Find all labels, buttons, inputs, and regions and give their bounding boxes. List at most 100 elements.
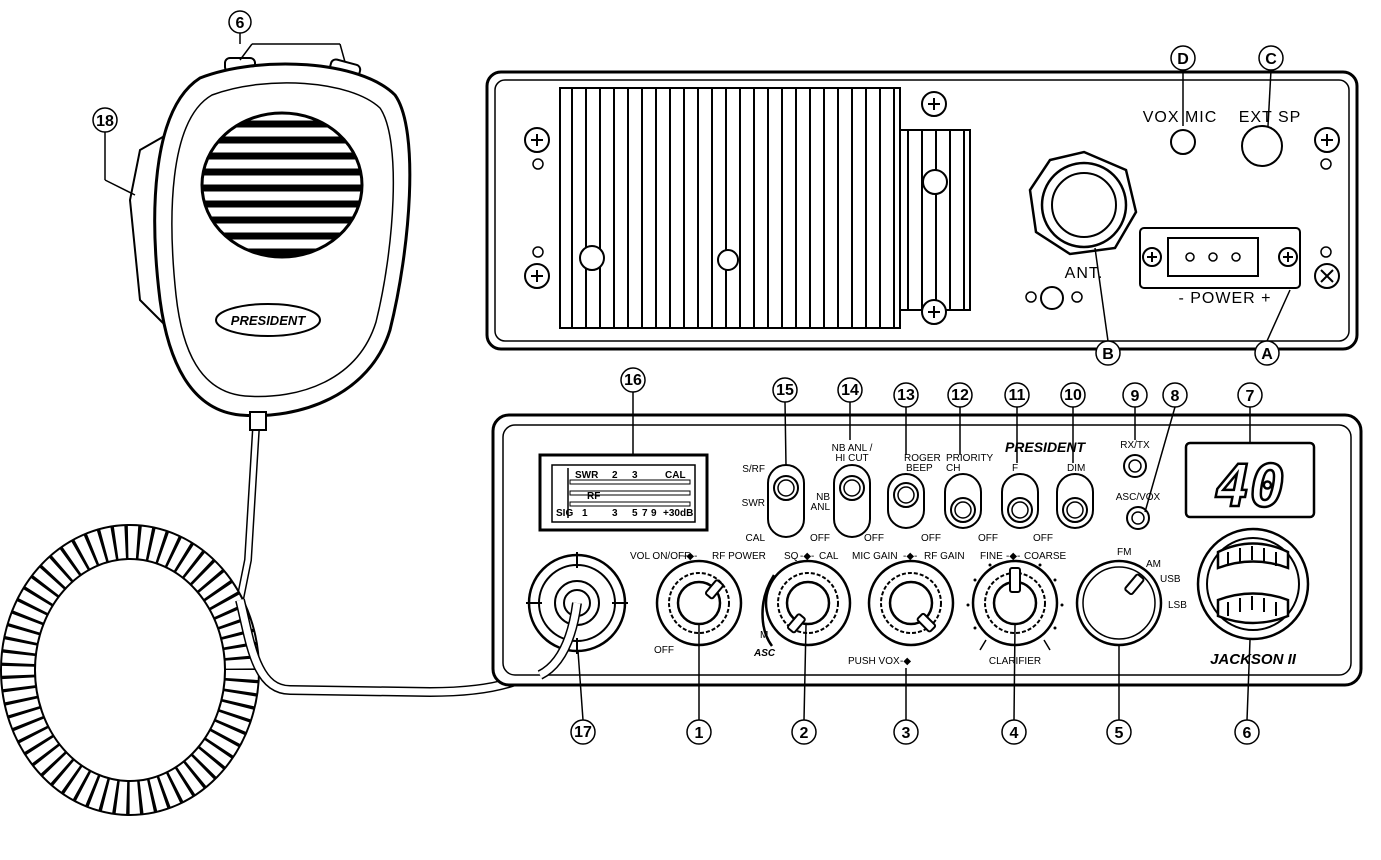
knob-mic-gain-rf-gain[interactable] bbox=[867, 559, 955, 647]
callout-7: 7 bbox=[1246, 388, 1255, 405]
callout-10: 10 bbox=[1064, 387, 1082, 404]
svg-text:5: 5 bbox=[632, 508, 638, 519]
svg-text:CAL: CAL bbox=[819, 551, 839, 562]
callout-6: 6 bbox=[1243, 725, 1252, 742]
model-label: JACKSON II bbox=[1210, 651, 1297, 668]
microphone: PRESIDENT bbox=[0, 57, 574, 816]
svg-text:DIM: DIM bbox=[1067, 463, 1085, 474]
knob-volume-rf-power[interactable] bbox=[655, 559, 743, 647]
callout-11: 11 bbox=[1009, 387, 1026, 404]
svg-text:CAL: CAL bbox=[665, 470, 686, 481]
svg-text:OFF: OFF bbox=[654, 645, 674, 656]
rear-panel: ANT. - POWER + VOX MIC EXT SP bbox=[485, 70, 1359, 351]
svg-text:7: 7 bbox=[642, 508, 648, 519]
svg-text:SQ: SQ bbox=[784, 551, 799, 562]
ext-sp-label: EXT SP bbox=[1239, 109, 1302, 126]
svg-text:OFF: OFF bbox=[978, 533, 998, 544]
svg-text:RX/TX: RX/TX bbox=[1120, 440, 1150, 451]
svg-text:S/RF: S/RF bbox=[742, 464, 765, 475]
svg-text:RF GAIN: RF GAIN bbox=[924, 551, 965, 562]
knob-mode-selector[interactable] bbox=[1075, 559, 1163, 647]
svg-text:RF: RF bbox=[587, 491, 600, 502]
mic-brand-logo: PRESIDENT bbox=[231, 313, 306, 328]
svg-text:OFF: OFF bbox=[864, 533, 884, 544]
svg-text:OFF: OFF bbox=[810, 533, 830, 544]
svg-text:ASC: ASC bbox=[753, 648, 776, 659]
svg-text:-◆-: -◆- bbox=[800, 551, 814, 562]
svg-text:PUSH VOX: PUSH VOX bbox=[848, 656, 900, 667]
svg-text:SWR: SWR bbox=[742, 498, 765, 509]
rear-screws bbox=[524, 91, 1340, 325]
svg-text:2: 2 bbox=[612, 470, 618, 481]
svg-text:PRIORITY: PRIORITY bbox=[946, 453, 994, 464]
heatsink bbox=[559, 87, 901, 329]
svg-text:SIG: SIG bbox=[556, 508, 573, 519]
callout-17: 17 bbox=[574, 724, 592, 741]
power-label: - POWER + bbox=[1178, 290, 1271, 307]
switch-nb-anl-hi-cut[interactable] bbox=[833, 464, 871, 538]
switch-dim[interactable] bbox=[1056, 473, 1094, 529]
svg-text:F: F bbox=[1012, 463, 1018, 474]
callout-b: B bbox=[1102, 346, 1114, 363]
svg-text:ANL: ANL bbox=[811, 502, 831, 513]
switch-s-rf-swr-cal[interactable] bbox=[767, 464, 805, 538]
svg-text:3: 3 bbox=[612, 508, 618, 519]
vox-mic-label: VOX MIC bbox=[1143, 109, 1218, 126]
svg-text:M: M bbox=[760, 630, 768, 641]
svg-text:FINE: FINE bbox=[980, 551, 1003, 562]
svg-text:-◆-: -◆- bbox=[903, 551, 917, 562]
switch-roger-beep[interactable] bbox=[887, 473, 925, 529]
callout-12: 12 bbox=[951, 387, 969, 404]
switch-priority-ch[interactable] bbox=[944, 473, 982, 529]
mic-grille bbox=[200, 111, 364, 259]
svg-text:RF POWER: RF POWER bbox=[712, 551, 766, 562]
svg-text:ROGER: ROGER bbox=[904, 453, 941, 464]
callout-14: 14 bbox=[841, 382, 859, 399]
callout-2: 2 bbox=[800, 725, 809, 742]
callout-16: 16 bbox=[624, 372, 642, 389]
callout-13: 13 bbox=[897, 387, 915, 404]
svg-text:FM: FM bbox=[1117, 547, 1131, 558]
switch-f[interactable] bbox=[1001, 473, 1039, 529]
callout-a: A bbox=[1261, 346, 1273, 363]
svg-text:COARSE: COARSE bbox=[1024, 551, 1067, 562]
channel-selector-knob[interactable] bbox=[1196, 527, 1310, 641]
svg-text:NB ANL /: NB ANL / bbox=[832, 443, 873, 454]
callout-mic-top-6: 6 bbox=[236, 15, 245, 32]
svg-text:CH: CH bbox=[946, 463, 960, 474]
svg-text:CAL: CAL bbox=[746, 533, 766, 544]
callout-c: C bbox=[1265, 51, 1277, 68]
svg-text:AM: AM bbox=[1146, 559, 1161, 570]
svg-text:3: 3 bbox=[632, 470, 638, 481]
callout-4: 4 bbox=[1010, 725, 1019, 742]
ext-sp-jack bbox=[1241, 125, 1283, 167]
knob-clarifier[interactable] bbox=[966, 559, 1064, 651]
vox-mic-jack bbox=[1170, 129, 1196, 155]
svg-text:-◆-: -◆- bbox=[1006, 551, 1020, 562]
front-panel: SWR 2 3 CAL RF SIG 1 3 5 7 9 +30dB S/RF … bbox=[491, 413, 1363, 687]
callout-d: D bbox=[1177, 51, 1189, 68]
svg-text:-◆-: -◆- bbox=[683, 551, 697, 562]
svg-text:OFF: OFF bbox=[921, 533, 941, 544]
channel-display-value: 40 bbox=[1215, 452, 1285, 520]
svg-text:NB: NB bbox=[816, 492, 830, 503]
svg-text:HI CUT: HI CUT bbox=[835, 453, 868, 464]
svg-text:VOL ON/OFF: VOL ON/OFF bbox=[630, 551, 690, 562]
svg-text:SWR: SWR bbox=[575, 470, 599, 481]
antenna-label: ANT. bbox=[1065, 265, 1104, 282]
svg-text:LSB: LSB bbox=[1168, 600, 1187, 611]
svg-text:BEEP: BEEP bbox=[906, 463, 933, 474]
svg-text:-◆: -◆ bbox=[900, 656, 911, 667]
svg-text:ASC/VOX: ASC/VOX bbox=[1116, 492, 1161, 503]
callout-5: 5 bbox=[1115, 725, 1124, 742]
mic-coiled-cord bbox=[0, 394, 574, 816]
svg-text:OFF: OFF bbox=[1033, 533, 1053, 544]
knob-squelch-cal[interactable] bbox=[761, 559, 852, 647]
svg-text:+30dB: +30dB bbox=[663, 508, 693, 519]
svg-text:1: 1 bbox=[582, 508, 588, 519]
signal-meter: SWR 2 3 CAL RF SIG 1 3 5 7 9 +30dB bbox=[538, 453, 709, 532]
svg-text:9: 9 bbox=[651, 508, 657, 519]
callout-mic-side-18: 18 bbox=[96, 113, 114, 130]
callout-8: 8 bbox=[1171, 388, 1180, 405]
